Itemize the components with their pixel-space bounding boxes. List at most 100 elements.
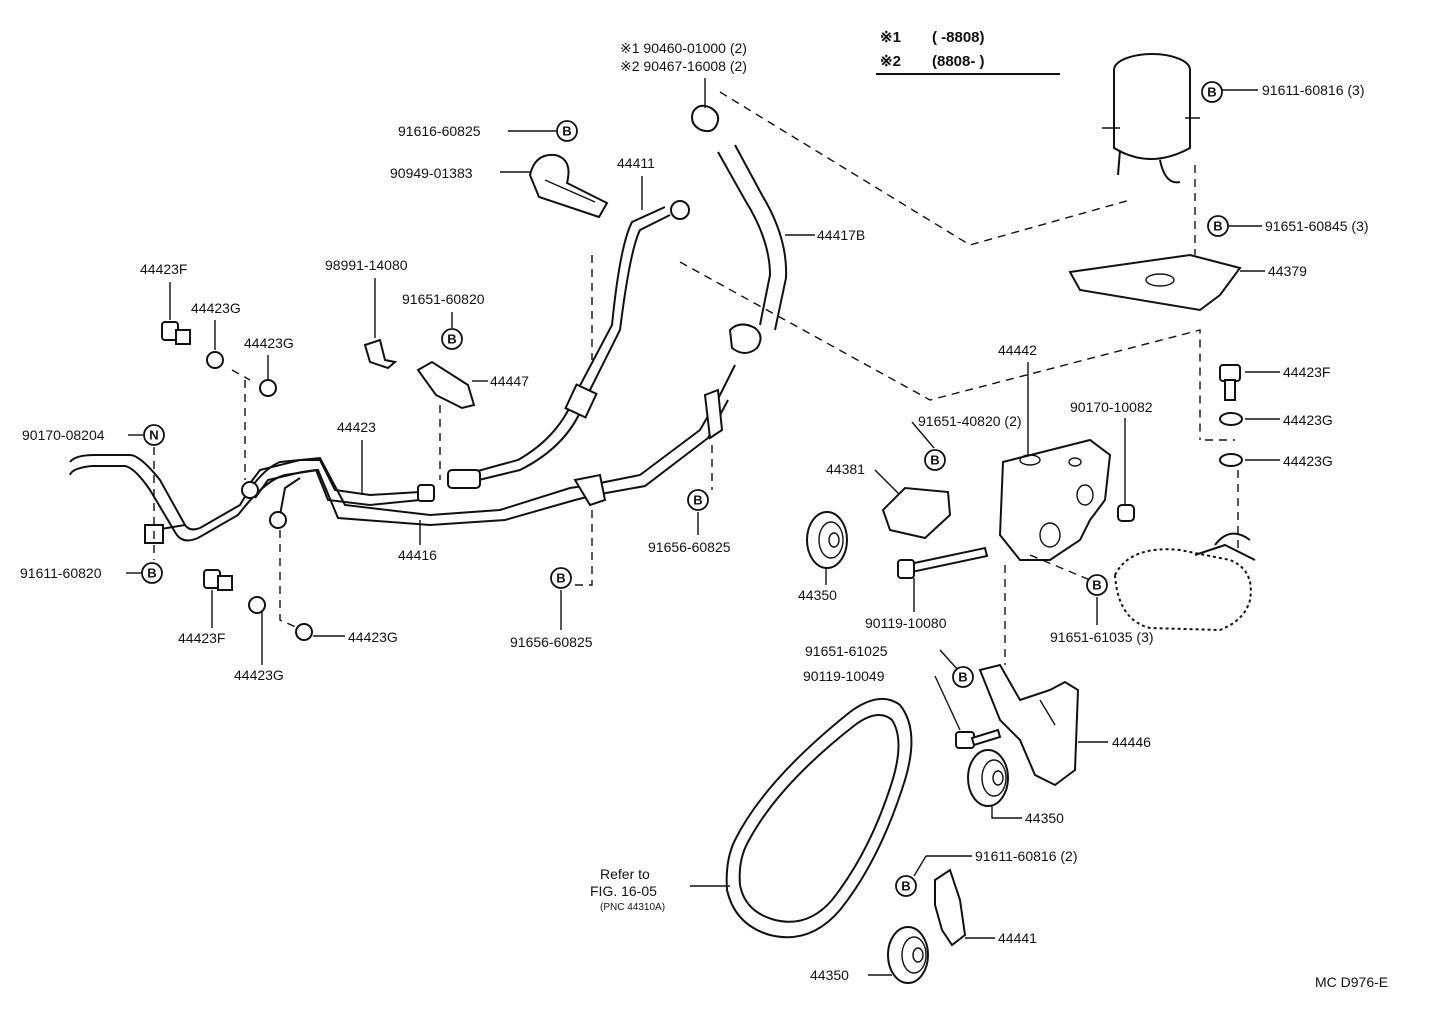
bolt-90119-10049 <box>955 728 1002 749</box>
drive-belt <box>725 697 913 939</box>
cooler-tube-44416 <box>69 364 736 542</box>
hose-clamp <box>691 78 720 133</box>
label-44423G-c: 44423G <box>234 667 284 683</box>
label-91656-60825-b: 91656-60825 <box>648 539 731 555</box>
svg-text:B: B <box>958 670 967 685</box>
power-steering-pump <box>1113 543 1256 632</box>
svg-text:B: B <box>447 332 456 347</box>
idler-pulley-b <box>967 749 1009 807</box>
reservoir-bracket-44379 <box>1068 253 1242 312</box>
svg-text:B: B <box>693 493 702 508</box>
refer-line-3: (PNC 44310A) <box>600 902 665 913</box>
bracket-44441 <box>934 868 967 947</box>
svg-text:B: B <box>1213 219 1222 234</box>
label-98991-14080: 98991-14080 <box>325 257 408 273</box>
label-44442: 44442 <box>998 342 1037 358</box>
label-44423G-b: 44423G <box>244 335 294 351</box>
label-90119-10049: 90119-10049 <box>803 668 885 684</box>
bolt-marker-91611-60816-2: B <box>895 875 917 897</box>
label-90119-10080: 90119-10080 <box>865 615 947 631</box>
bolt-marker-91651-60845: B <box>1207 215 1229 237</box>
label-90170-08204: 90170-08204 <box>22 427 105 443</box>
label-44423: 44423 <box>337 419 376 435</box>
pressure-tube-44423 <box>144 459 435 544</box>
bolt-marker-91651-40820: B <box>924 449 946 471</box>
leader-dashed-lower <box>279 530 299 629</box>
leader-dashed-91656-a <box>575 510 593 586</box>
washer-right-1 <box>1219 412 1243 426</box>
idler-pulley-c <box>887 926 929 984</box>
leader-dashed-44417B <box>679 261 1201 440</box>
note2-text: (8808- ) <box>932 53 985 70</box>
bolt-marker-91651-61025: B <box>952 666 974 688</box>
pump-bracket-44442 <box>998 438 1112 561</box>
leader-dashed-clamp <box>719 91 1131 246</box>
label-44350-b: 44350 <box>1025 810 1064 826</box>
bracket-44381 <box>881 486 952 540</box>
label-91611-60816-2: 91611-60816 (2) <box>975 848 1077 864</box>
washer-b <box>259 379 277 397</box>
svg-text:B: B <box>901 879 910 894</box>
label-44379: 44379 <box>1268 263 1307 279</box>
label-44446: 44446 <box>1112 734 1151 750</box>
union-bolt-bottom <box>203 569 233 591</box>
bolt-marker-91616: B <box>556 120 578 142</box>
reservoir-tank <box>1102 53 1200 184</box>
washer-d <box>295 623 313 641</box>
label-44441: 44441 <box>998 930 1037 946</box>
bolt-marker-91611-60820: B <box>141 562 163 584</box>
svg-text:B: B <box>556 571 565 586</box>
note1-mark: ※1 <box>880 29 901 46</box>
label-91656-60825-a: 91656-60825 <box>510 634 593 650</box>
label-91616-60825: 91616-60825 <box>398 123 481 139</box>
svg-text:B: B <box>1092 578 1101 593</box>
label-44423G-right-1: 44423G <box>1283 412 1333 428</box>
bolt-90119-10080 <box>897 546 989 579</box>
ref-note-1: ※1 90460-01000 (2) <box>620 40 747 56</box>
legend-notes: ※1 ( -8808) ※2 (8808- ) <box>876 29 1060 75</box>
union-bolt-top <box>161 321 191 345</box>
label-44423G-d: 44423G <box>348 629 398 645</box>
return-hose-44417B <box>717 144 788 354</box>
refer-line-1: Refer to <box>600 866 650 882</box>
nut-90170-10082 <box>1117 504 1135 522</box>
label-91651-61025: 91651-61025 <box>805 643 888 659</box>
svg-text:B: B <box>147 566 156 581</box>
bolt-marker-91656-b: B <box>687 489 709 511</box>
svg-text:N: N <box>149 428 158 443</box>
label-44350-c: 44350 <box>810 967 849 983</box>
svg-text:B: B <box>1207 85 1216 100</box>
label-90949-01383: 90949-01383 <box>390 165 473 181</box>
washer-a <box>206 351 224 369</box>
note2-mark: ※2 <box>880 53 901 70</box>
idler-pulley-a <box>806 511 848 569</box>
ref-note-2: ※2 90467-16008 (2) <box>620 58 747 74</box>
label-90170-10082: 90170-10082 <box>1070 399 1153 415</box>
note1-text: ( -8808) <box>932 29 985 46</box>
bolt-marker-91656-a: B <box>550 567 572 589</box>
union-bolt-right <box>1219 364 1241 401</box>
label-44416: 44416 <box>398 547 437 563</box>
leader-dashed-washers <box>231 369 251 480</box>
label-91651-40820-2: 91651-40820 (2) <box>918 413 1022 429</box>
pressure-hose-44411 <box>447 200 690 489</box>
label-44423F-top: 44423F <box>140 261 187 277</box>
label-91611-60820: 91611-60820 <box>20 565 102 581</box>
bracket-44447 <box>416 360 476 410</box>
label-44447: 44447 <box>490 373 529 389</box>
label-44381: 44381 <box>826 461 865 477</box>
label-44411: 44411 <box>617 155 655 171</box>
marker-b: B <box>562 124 571 139</box>
label-44417B: 44417B <box>817 227 865 243</box>
label-44350-a: 44350 <box>798 587 837 603</box>
adjusting-bracket-44446 <box>978 663 1080 787</box>
leader-dashed-pump <box>1029 439 1239 581</box>
label-91611-60816-3: 91611-60816 (3) <box>1262 82 1364 98</box>
bolt-marker-91611-60816-3: B <box>1201 81 1223 103</box>
label-91651-60820: 91651-60820 <box>402 291 485 307</box>
nut-marker-90170-08204: N <box>143 424 165 446</box>
label-91651-61035-3: 91651-61035 (3) <box>1050 629 1154 645</box>
hose-bracket-clamp <box>500 153 609 219</box>
washer-right-2 <box>1219 453 1243 467</box>
